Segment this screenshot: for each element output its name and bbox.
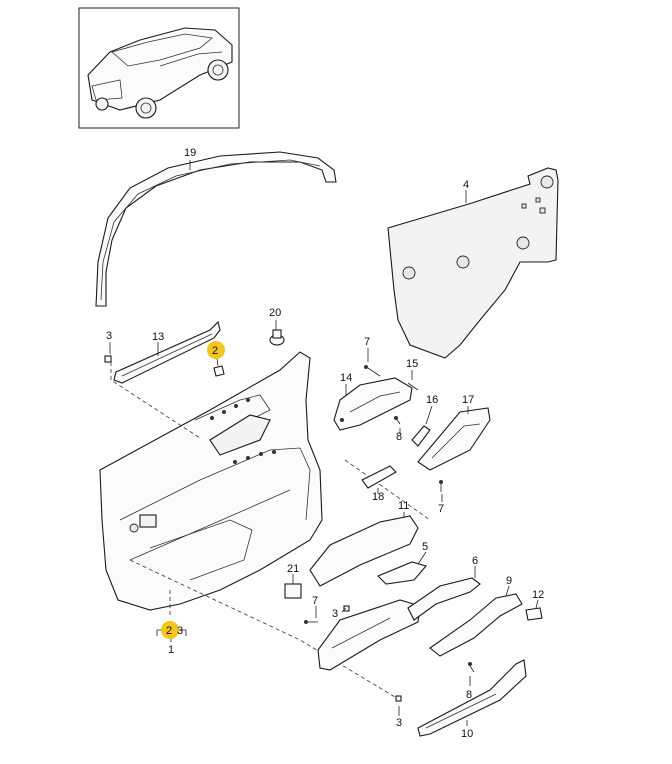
callout-15[interactable]: 15 [406, 358, 418, 370]
part-14-handle-bracket [333, 377, 413, 431]
callout-8[interactable]: 8 [396, 431, 402, 443]
callout-11[interactable]: 11 [398, 500, 409, 512]
callout-18[interactable]: 18 [372, 491, 384, 503]
leader-3-upper [110, 362, 201, 439]
callout-6[interactable]: 6 [472, 555, 478, 567]
highlight-marker [207, 341, 225, 359]
callout-5[interactable]: 5 [422, 541, 428, 553]
callout-10[interactable]: 10 [461, 728, 473, 740]
part-13-upper-trim [113, 320, 221, 384]
callout-3[interactable]: 3 [106, 330, 112, 342]
part-2-plug-upper [213, 365, 225, 377]
callout-7[interactable]: 7 [364, 336, 370, 348]
part-12-cap [525, 607, 543, 621]
callout-7[interactable]: 7 [312, 595, 318, 607]
part-armrest-carrier [317, 599, 421, 671]
callout-14[interactable]: 14 [340, 372, 352, 384]
leader-mid [344, 459, 431, 521]
callout-12[interactable]: 12 [532, 589, 544, 601]
part-1-door-panel [99, 351, 323, 611]
callout-17[interactable]: 17 [462, 394, 474, 406]
callout-labels: 19 4 20 3 13 2 7 15 14 16 17 8 18 7 11 5… [106, 147, 544, 740]
callout-20[interactable]: 20 [269, 307, 281, 319]
callout-19[interactable]: 19 [184, 147, 196, 159]
part-9-grab-handle [429, 593, 523, 657]
part-16-insert [411, 425, 431, 447]
part-19-window-frame-trim [95, 151, 337, 307]
callout-8[interactable]: 8 [466, 689, 472, 701]
vehicle-thumbnail [78, 7, 240, 129]
callout-3[interactable]: 3 [396, 717, 402, 729]
part-5-bezel [377, 561, 427, 585]
callout-4[interactable]: 4 [463, 179, 469, 191]
callout-13[interactable]: 13 [152, 331, 164, 343]
callout-2[interactable]: 2 [166, 625, 172, 637]
part-20-clip [269, 329, 285, 346]
callout-21[interactable]: 21 [287, 563, 299, 575]
part-21-clip [284, 583, 302, 599]
part-11-armrest-pad [309, 515, 419, 587]
highlight-marker [161, 621, 179, 639]
part-17-handle-cover [417, 407, 491, 471]
part-6-handle [407, 577, 481, 621]
callout-16[interactable]: 16 [426, 394, 438, 406]
callout-7[interactable]: 7 [438, 503, 444, 515]
callout-3[interactable]: 3 [332, 608, 338, 620]
callout-1[interactable]: 1 [168, 644, 174, 656]
part-18-switch [361, 465, 397, 489]
part-10-lower-trim [417, 659, 527, 737]
part-3-clip-upper [104, 355, 112, 363]
screw-icons [304, 365, 475, 702]
part-4-door-inner-panel [387, 167, 559, 359]
callout-2[interactable]: 2 [212, 345, 218, 357]
callout-9[interactable]: 9 [506, 575, 512, 587]
callout-3[interactable]: 3 [177, 625, 183, 637]
